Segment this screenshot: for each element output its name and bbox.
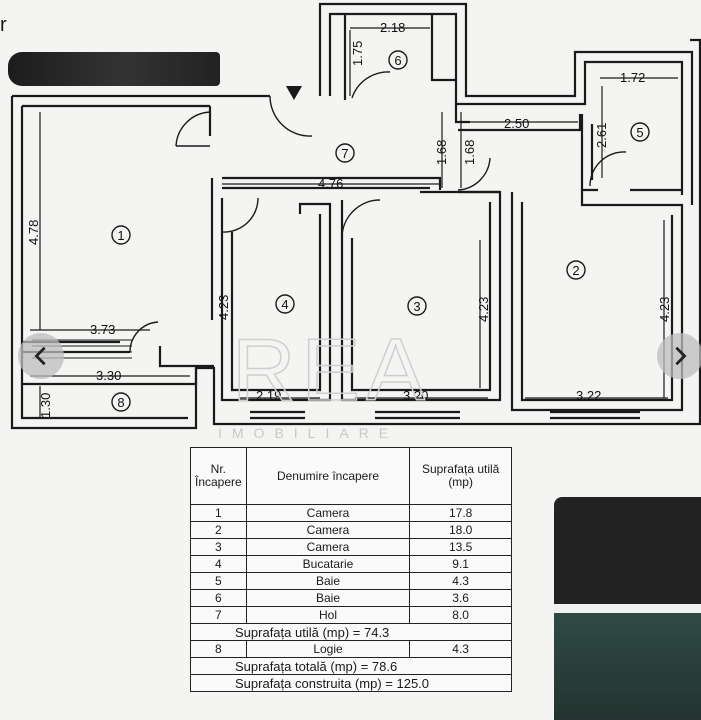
dim-label: 2.18: [380, 20, 405, 35]
dim-label: 1.30: [38, 393, 53, 418]
dim-label: 2.61: [594, 123, 609, 148]
total-row: Suprafața totală (mp) = 78.6: [190, 657, 512, 675]
dim-label: 4.78: [26, 220, 41, 245]
room-number-8: 8: [117, 395, 124, 410]
cell-nr: 4: [190, 555, 247, 573]
chevron-left-icon: [34, 346, 46, 366]
dim-label: 4.23: [476, 297, 491, 322]
table-header-row: Nr. Încapere Denumire încapere Suprafața…: [190, 447, 512, 505]
dim-label: 4.76: [318, 176, 343, 191]
dim-label: 4.23: [657, 297, 672, 322]
dim-label: 4.23: [216, 295, 231, 320]
cell-name: Camera: [245, 538, 411, 556]
cell-nr: 6: [190, 589, 247, 607]
dim-label: 1.72: [620, 70, 645, 85]
entrance-marker-icon: [286, 86, 302, 100]
cell-area: 4.3: [409, 640, 512, 658]
subtotal-row: Suprafața utilă (mp) = 74.3: [190, 623, 512, 641]
header-area: Suprafața utilă (mp): [409, 447, 512, 505]
cell-name: Camera: [245, 504, 411, 522]
cell-name: Baie: [245, 589, 411, 607]
dim-label: 3.73: [90, 322, 115, 337]
next-image-button[interactable]: [657, 333, 701, 379]
dim-label: 1.75: [350, 41, 365, 66]
cell-name: Camera: [245, 521, 411, 539]
chevron-right-icon: [675, 346, 687, 366]
watermark-subtitle: IMOBILIARE: [218, 425, 398, 440]
built-row: Suprafața construita (mp) = 125.0: [190, 674, 512, 692]
dim-label: 2.19: [256, 388, 281, 403]
cell-area: 17.8: [409, 504, 512, 522]
area-table: Nr. Încapere Denumire încapere Suprafața…: [190, 447, 512, 692]
cell-area: 9.1: [409, 555, 512, 573]
header-fragment: r: [0, 14, 7, 36]
subtotal-text: Suprafața utilă (mp) = 74.3: [190, 623, 512, 641]
cell-nr: 5: [190, 572, 247, 590]
header-name: Denumire încapere: [245, 447, 411, 505]
cell-nr: 1: [190, 504, 247, 522]
dim-label: 3.30: [96, 368, 121, 383]
total-text: Suprafața totală (mp) = 78.6: [190, 657, 512, 675]
header-nr: Nr. Încapere: [190, 447, 247, 505]
cell-area: 18.0: [409, 521, 512, 539]
room-number-3: 3: [413, 299, 420, 314]
cell-nr: 3: [190, 538, 247, 556]
room-number-2: 2: [572, 263, 579, 278]
cell-name: Baie: [245, 572, 411, 590]
room-number-1: 1: [117, 228, 124, 243]
cell-name: Hol: [245, 606, 411, 624]
dim-label: 1.68: [462, 140, 477, 165]
dim-label: 2.50: [504, 116, 529, 131]
built-area-text: Suprafața construita (mp) = 125.0: [190, 674, 512, 692]
cell-nr: 8: [190, 640, 247, 658]
cell-area: 4.3: [409, 572, 512, 590]
redacted-thumbnail: [554, 497, 701, 720]
cell-area: 13.5: [409, 538, 512, 556]
dim-label: 1.68: [434, 140, 449, 165]
cell-area: 8.0: [409, 606, 512, 624]
room-number-4: 4: [281, 297, 288, 312]
room-number-7: 7: [341, 146, 348, 161]
watermark-logo: REA: [232, 320, 431, 419]
redacted-header-block: [8, 52, 220, 86]
cell-area: 3.6: [409, 589, 512, 607]
cell-nr: 7: [190, 606, 247, 624]
room-number-6: 6: [394, 53, 401, 68]
dim-label: 3.22: [576, 388, 601, 403]
cell-nr: 2: [190, 521, 247, 539]
dim-label: 3.20: [403, 388, 428, 403]
room-number-5: 5: [636, 125, 643, 140]
cell-name: Bucatarie: [245, 555, 411, 573]
previous-image-button[interactable]: [18, 333, 64, 379]
cell-name: Logie: [245, 640, 411, 658]
floor-plan: 4.78 3.73 4.23 2.19 4.23 3.20 4.23 3.22 …: [10, 2, 701, 440]
